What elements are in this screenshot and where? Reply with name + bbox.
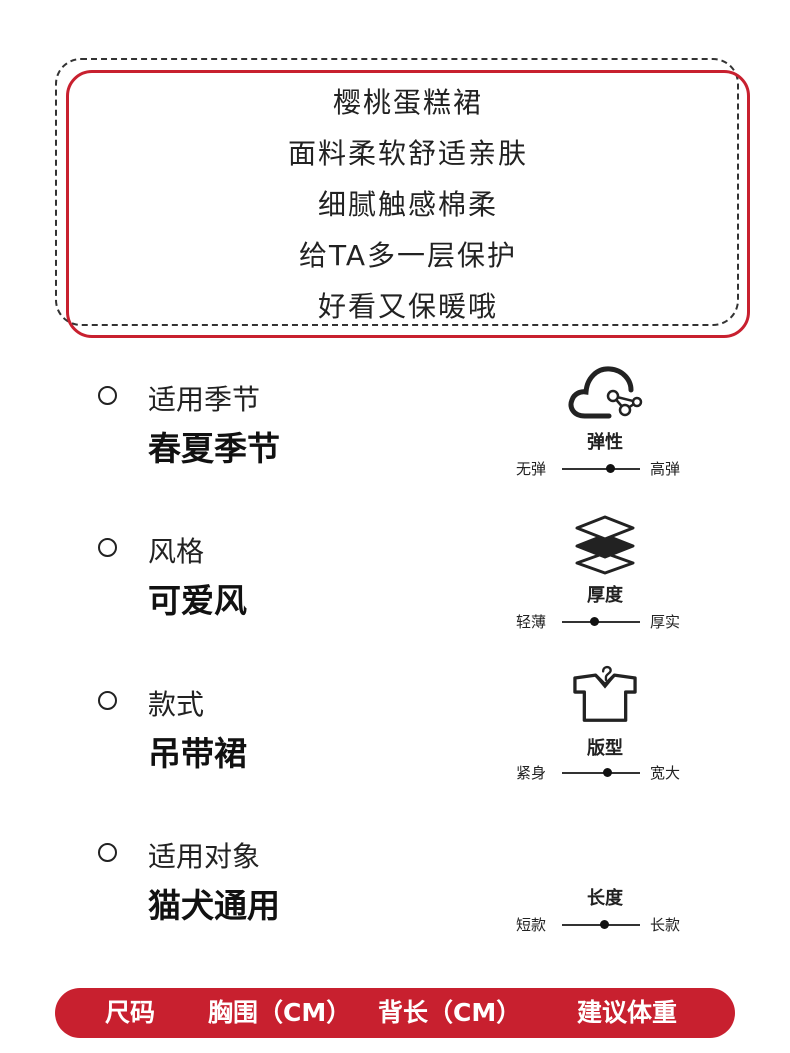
spec-title: 厚度 [587,585,623,606]
scale-marker [590,617,600,626]
scale-right-label: 高弹 [650,460,681,478]
scale-thickness: 轻薄 厚实 [510,611,700,631]
bullet-circle-icon [98,843,117,862]
bullet-circle-icon [98,538,117,557]
attribute-value: 吊带裙 [148,734,247,773]
scale-line [562,772,640,774]
attribute-label: 款式 [148,688,205,721]
attribute-value: 猫犬通用 [148,886,280,925]
size-table-header: 尺码 胸围（CM） 背长（CM） 建议体重 [55,988,735,1038]
intro-line: 细腻触感棉柔 [317,187,498,221]
spec-title: 长度 [587,888,623,909]
scale-left-label: 紧身 [516,764,547,782]
intro-line: 给TA多一层保护 [298,238,518,272]
attribute-value: 可爱风 [148,581,247,620]
size-header-weight: 建议体重 [577,998,678,1027]
scale-marker [599,920,609,929]
attribute-label: 风格 [148,535,205,568]
attribute-label: 适用季节 [148,383,261,416]
size-header-chest: 胸围（CM） [208,998,352,1027]
scale-right-label: 厚实 [650,613,681,631]
spec-title: 弹性 [587,432,623,453]
scale-left-label: 短款 [516,916,547,934]
size-header-size: 尺码 [105,998,156,1027]
scale-elasticity: 无弹 高弹 [510,458,700,478]
scale-right-label: 长款 [650,916,681,934]
scale-length: 短款 长款 [510,914,700,934]
cloud-network-icon [568,366,643,419]
intro-box: 樱桃蛋糕裙 面料柔软舒适亲肤 细腻触感棉柔 给TA多一层保护 好看又保暖哦 [66,70,750,338]
intro-title: 樱桃蛋糕裙 [332,85,483,119]
attribute-label: 适用对象 [148,840,261,873]
scale-fit: 紧身 宽大 [510,762,700,782]
intro-line: 好看又保暖哦 [317,289,498,323]
scale-line [562,621,640,623]
size-header-back-length: 背长（CM） [378,998,522,1027]
intro-frame [66,70,750,338]
scale-right-label: 宽大 [650,764,681,782]
intro-line: 面料柔软舒适亲肤 [287,136,528,170]
bullet-circle-icon [98,691,117,710]
layers-icon [575,515,635,575]
bullet-circle-icon [98,386,117,405]
spec-title: 版型 [587,738,623,759]
scale-line [562,468,640,470]
attribute-value: 春夏季节 [148,429,280,468]
scale-marker [605,464,615,473]
shirt-hanger-icon [573,665,637,722]
scale-left-label: 无弹 [516,460,547,478]
dashed-frame [55,58,739,326]
scale-left-label: 轻薄 [516,613,547,631]
scale-marker [602,768,612,777]
